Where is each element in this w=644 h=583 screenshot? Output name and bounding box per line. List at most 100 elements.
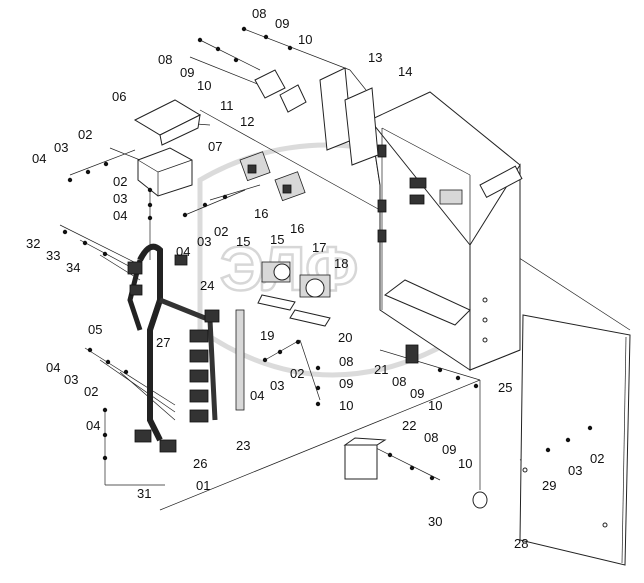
callout-label: 08 bbox=[158, 52, 172, 67]
callout-label: 25 bbox=[498, 380, 512, 395]
fastener-dot bbox=[233, 57, 239, 63]
callout-label: 02 bbox=[113, 174, 127, 189]
fastener-dot bbox=[315, 365, 321, 371]
callout-label: 12 bbox=[240, 114, 254, 129]
fastener-dot bbox=[103, 161, 109, 167]
callout-label: 02 bbox=[214, 224, 228, 239]
callout-labels: 0809100809101314111206070203040203040403… bbox=[26, 6, 604, 551]
callout-label: 09 bbox=[339, 376, 353, 391]
callout-label: 04 bbox=[32, 151, 46, 166]
fastener-dot bbox=[315, 385, 321, 391]
cabinet-housing bbox=[369, 91, 523, 371]
callout-label: 18 bbox=[334, 256, 348, 271]
callout-label: 05 bbox=[88, 322, 102, 337]
callout-label: 10 bbox=[339, 398, 353, 413]
callout-label: 02 bbox=[78, 127, 92, 142]
fastener-dot bbox=[102, 251, 108, 257]
fastener-dot bbox=[455, 375, 461, 381]
fastener-dot bbox=[565, 437, 571, 443]
callout-label: 28 bbox=[514, 536, 528, 551]
callout-label: 06 bbox=[112, 89, 126, 104]
fastener-dot bbox=[87, 347, 93, 353]
fastener-dot bbox=[409, 465, 415, 471]
callout-label: 21 bbox=[374, 362, 388, 377]
callout-label: 04 bbox=[86, 418, 100, 433]
callout-label: 03 bbox=[197, 234, 211, 249]
fastener-dot bbox=[123, 369, 129, 375]
fastener-dot bbox=[102, 455, 108, 461]
wiring-harness bbox=[127, 243, 245, 453]
callout-label: 04 bbox=[46, 360, 60, 375]
fastener-dot bbox=[102, 432, 108, 438]
fastener-dot bbox=[315, 401, 321, 407]
fastener-dot bbox=[241, 26, 247, 32]
fastener-dot bbox=[105, 359, 111, 365]
callout-label: 26 bbox=[193, 456, 207, 471]
callout-label: 15 bbox=[236, 234, 250, 249]
callout-label: 10 bbox=[298, 32, 312, 47]
bracket-and-relay-box bbox=[133, 99, 202, 197]
callout-label: 07 bbox=[208, 139, 222, 154]
callout-label: 19 bbox=[260, 328, 274, 343]
callout-label: 14 bbox=[398, 64, 412, 79]
callout-label: 30 bbox=[428, 514, 442, 529]
callout-label: 02 bbox=[290, 366, 304, 381]
fastener-dot bbox=[277, 349, 283, 355]
callout-label: 34 bbox=[66, 260, 80, 275]
fastener-dot bbox=[387, 452, 393, 458]
callout-label: 29 bbox=[542, 478, 556, 493]
callout-label: 03 bbox=[270, 378, 284, 393]
callout-label: 32 bbox=[26, 236, 40, 251]
fastener-dot bbox=[287, 45, 293, 51]
fastener-dot bbox=[197, 37, 203, 43]
fastener-dot bbox=[67, 177, 73, 183]
fastener-dot bbox=[215, 46, 221, 52]
fastener-dot bbox=[62, 229, 68, 235]
callout-label: 08 bbox=[392, 374, 406, 389]
callout-label: 10 bbox=[197, 78, 211, 93]
callout-label: 11 bbox=[220, 98, 234, 113]
callout-label: 08 bbox=[252, 6, 266, 21]
callout-label: 24 bbox=[200, 278, 214, 293]
callout-label: 16 bbox=[254, 206, 268, 221]
callout-label: 33 bbox=[46, 248, 60, 263]
callout-label: 03 bbox=[54, 140, 68, 155]
callout-label: 23 bbox=[236, 438, 250, 453]
callout-label: 22 bbox=[402, 418, 416, 433]
door-panel bbox=[519, 314, 631, 566]
callout-label: 31 bbox=[137, 486, 151, 501]
gaskets bbox=[319, 67, 379, 166]
callout-label: 04 bbox=[113, 208, 127, 223]
small-components bbox=[343, 344, 488, 509]
callout-label: 09 bbox=[410, 386, 424, 401]
leader-lines bbox=[59, 28, 631, 511]
callout-label: 04 bbox=[176, 244, 190, 259]
fastener-dot bbox=[587, 425, 593, 431]
fastener-dot bbox=[182, 212, 188, 218]
callout-label: 17 bbox=[312, 240, 326, 255]
fastener-dot bbox=[147, 215, 153, 221]
fastener-dot bbox=[147, 187, 153, 193]
callout-label: 01 bbox=[196, 478, 210, 493]
fastener-dot bbox=[263, 34, 269, 40]
connectors-upper bbox=[239, 151, 306, 202]
callout-label: 04 bbox=[250, 388, 264, 403]
callout-label: 02 bbox=[590, 451, 604, 466]
callout-label: 13 bbox=[368, 50, 382, 65]
fastener-dot bbox=[295, 339, 301, 345]
callout-label: 03 bbox=[64, 372, 78, 387]
fastener-dot bbox=[437, 367, 443, 373]
fastener-dot bbox=[82, 240, 88, 246]
callout-label: 15 bbox=[270, 232, 284, 247]
callout-label: 20 bbox=[338, 330, 352, 345]
cover-plates bbox=[254, 69, 307, 113]
callout-label: 09 bbox=[180, 65, 194, 80]
callout-label: 08 bbox=[424, 430, 438, 445]
callout-label: 03 bbox=[568, 463, 582, 478]
fastener-dot bbox=[545, 447, 551, 453]
fastener-dot bbox=[262, 357, 268, 363]
callout-label: 10 bbox=[428, 398, 442, 413]
fastener-dot bbox=[202, 202, 208, 208]
callout-label: 16 bbox=[290, 221, 304, 236]
